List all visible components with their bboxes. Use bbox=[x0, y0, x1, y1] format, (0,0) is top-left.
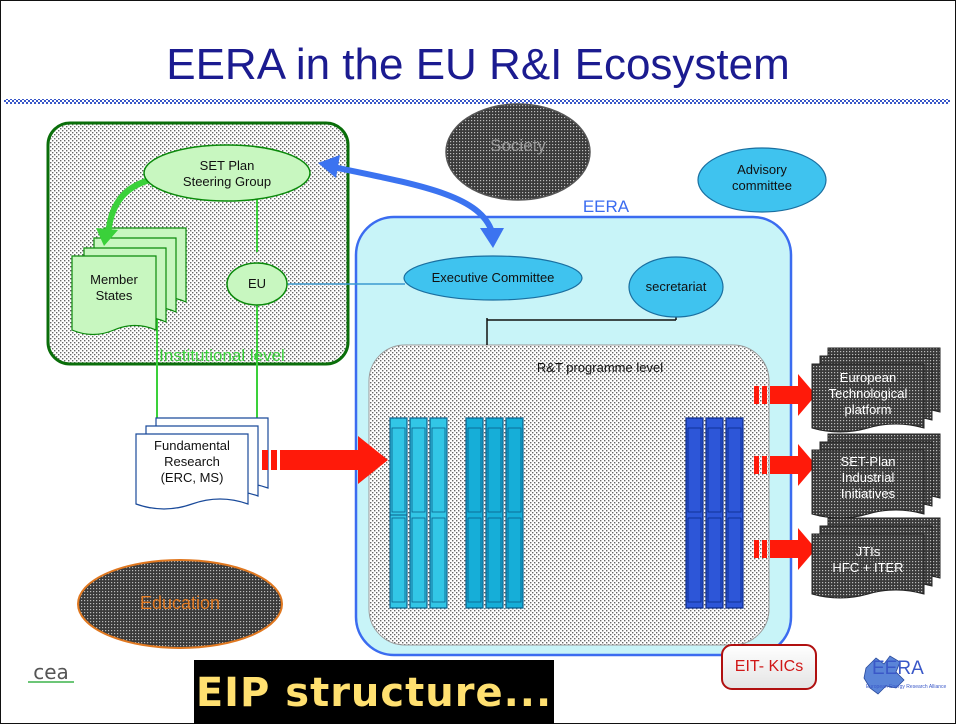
etp-label-1: European bbox=[839, 370, 897, 385]
fundamental-research-docs bbox=[135, 417, 269, 510]
blue-double-arrow bbox=[318, 155, 504, 248]
education-label: Education bbox=[139, 593, 221, 613]
executive-ellipse bbox=[403, 255, 583, 301]
advisory-label-2: committee bbox=[732, 178, 792, 193]
eera-map-icon bbox=[863, 655, 905, 695]
etp-label-3: platform bbox=[844, 402, 892, 417]
eera-logo: EERA bbox=[872, 658, 924, 679]
page-title: EERA in the EU R&I Ecosystem bbox=[166, 40, 790, 89]
advisory-ellipse bbox=[697, 147, 827, 213]
eu-label: EU bbox=[247, 276, 267, 291]
set-plan-label-1: SET Plan bbox=[199, 158, 255, 173]
column-group-2 bbox=[465, 417, 524, 609]
advisory-label-1: Advisory bbox=[737, 162, 787, 177]
set-plan-label-2: Steering Group bbox=[182, 174, 272, 189]
output-arrow-2 bbox=[754, 444, 816, 486]
cea-logo: cea bbox=[33, 660, 69, 684]
column-group-3 bbox=[685, 417, 744, 609]
setplan-ii-label-2: Industrial bbox=[841, 470, 895, 485]
society-ellipse bbox=[445, 103, 591, 201]
eit-box bbox=[721, 644, 817, 690]
eip-banner-label: EIP structure... bbox=[195, 670, 553, 716]
education-ellipse bbox=[77, 559, 283, 649]
etp-docs bbox=[811, 347, 941, 433]
member-states-docs bbox=[71, 227, 187, 336]
research-red-arrow bbox=[262, 436, 388, 484]
executive-label: Executive Committee bbox=[431, 270, 555, 285]
setplan-ii-label-3: Initiatives bbox=[840, 486, 896, 501]
jti-label-1: JTIs bbox=[855, 544, 881, 559]
eera-logo-sub: European Energy Research Alliance bbox=[866, 684, 947, 690]
eit-label: EIT- KICs bbox=[734, 658, 804, 675]
column-group-1 bbox=[389, 417, 448, 609]
eip-banner bbox=[194, 660, 554, 724]
output-arrow-3 bbox=[754, 528, 816, 570]
fundamental-label-3: (ERC, MS) bbox=[160, 470, 224, 485]
setplan-ii-docs bbox=[811, 433, 941, 519]
member-states-label-2: States bbox=[95, 288, 133, 303]
output-arrow-1 bbox=[754, 374, 816, 416]
jti-docs bbox=[811, 517, 941, 599]
title-underline bbox=[4, 99, 950, 104]
fundamental-label-2: Research bbox=[164, 454, 220, 469]
society-label: Society bbox=[490, 136, 546, 155]
set-plan-ellipse bbox=[143, 144, 311, 202]
etp-label-2: Technological bbox=[828, 386, 908, 401]
jti-label-2: HFC + ITER bbox=[832, 560, 904, 575]
rt-level-label: R&T programme level bbox=[536, 360, 664, 375]
eu-ellipse bbox=[226, 262, 288, 306]
fundamental-label-1: Fundamental bbox=[154, 438, 230, 453]
secretariat-label: secretariat bbox=[645, 279, 707, 294]
eera-label: EERA bbox=[582, 197, 630, 216]
institutional-label: Institutional level bbox=[159, 346, 285, 365]
member-states-label-1: Member bbox=[90, 272, 138, 287]
secretariat-ellipse bbox=[628, 256, 724, 318]
setplan-ii-label-1: SET-Plan bbox=[840, 454, 896, 469]
